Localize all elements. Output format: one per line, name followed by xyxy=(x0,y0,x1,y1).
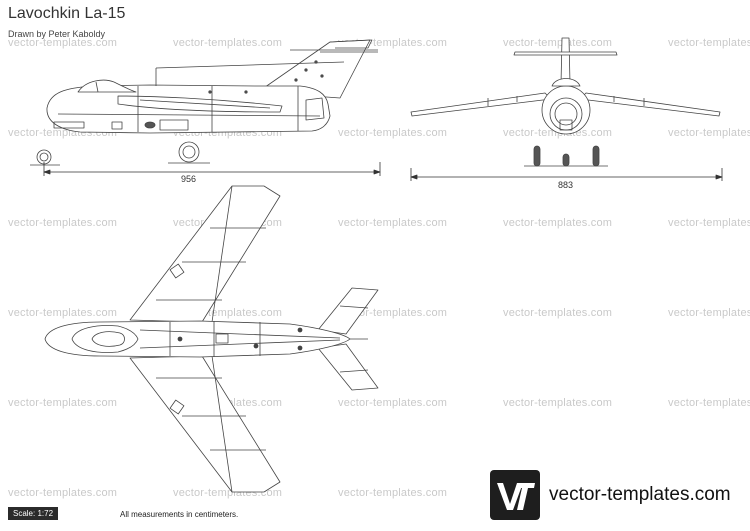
span-dimension-line xyxy=(410,168,723,181)
vt-logo-glyph xyxy=(497,483,535,510)
span-dimension-label: 883 xyxy=(558,180,574,190)
vt-logo-icon[interactable] xyxy=(490,470,540,520)
page-title: Lavochkin La-15 xyxy=(8,5,126,22)
side-view xyxy=(30,39,378,166)
author-credit: Drawn by Peter Kaboldy xyxy=(8,29,106,39)
top-view xyxy=(44,185,379,493)
length-dimension-line xyxy=(43,162,381,176)
length-dimension-label: 956 xyxy=(181,174,197,184)
front-view xyxy=(410,37,721,167)
scale-badge: Scale: 1:72 xyxy=(8,507,58,520)
site-link[interactable]: vector-templates.com xyxy=(549,484,731,505)
measurement-note: All measurements in centimeters. xyxy=(120,510,239,519)
